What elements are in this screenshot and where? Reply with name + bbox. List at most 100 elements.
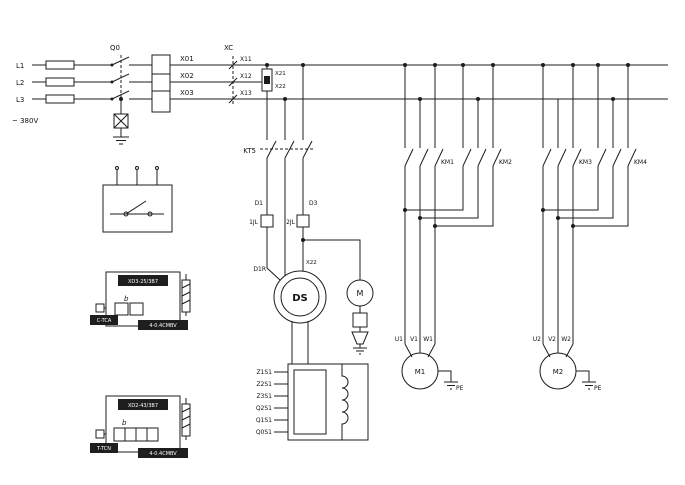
breaker-block: X01 X02 X03	[151, 54, 194, 113]
phase-l1-label: L1	[16, 62, 24, 70]
m2-w-label: W2	[561, 336, 571, 343]
box-b-left-tag: T-TCN	[96, 446, 111, 452]
fuse-l1	[45, 60, 75, 70]
kt5-label: KT5	[243, 147, 256, 155]
motor-m1: U1 V1 W1 M1 PE	[395, 336, 464, 392]
contactor-blades	[404, 148, 637, 167]
box-b-coil-label: b	[122, 419, 127, 427]
relay-2jl-body	[296, 214, 310, 228]
aux-motor-m: M	[303, 239, 374, 355]
box-b-model-badge	[118, 399, 168, 410]
terminal-row-label: Q0S1	[256, 429, 272, 436]
contactor-branches: KM1 KM2 KM3 KM4	[404, 65, 647, 344]
m1-label: M1	[415, 368, 426, 376]
kt5-contacts: KT5	[243, 65, 314, 276]
box-b-left-terminal	[95, 429, 106, 439]
m2-entry-wires	[542, 343, 574, 358]
km4-label: KM4	[634, 159, 647, 166]
ds-outer-circle	[273, 270, 327, 324]
m-label: M	[357, 289, 364, 298]
voltage-label: ~ 380V	[12, 117, 38, 125]
m2-u-label: U2	[533, 336, 541, 343]
m2-v-label: V2	[548, 336, 556, 343]
m2-label: M2	[553, 368, 564, 376]
box-b-model-label: XD2-43/3B7	[128, 403, 158, 409]
d1-label: D1	[255, 200, 264, 207]
d3-label: D3	[309, 200, 318, 207]
m1-entry-wires	[404, 343, 436, 358]
m-brake-symbol	[351, 306, 369, 355]
branch-risers-bottom-bus	[419, 99, 614, 148]
relay-1jl-label: 1JL	[249, 219, 259, 226]
wire-x01-label: X01	[180, 55, 194, 63]
junction-dots	[110, 63, 630, 242]
branch-feeders	[404, 166, 574, 344]
box-a-model-label: XD3-25/3B7	[128, 279, 158, 285]
phase-l3-label: L3	[16, 96, 24, 104]
component-box-b: XD2-43/3B7 b T-TCN 4-0.4CMBV	[90, 395, 191, 458]
relay-terminal	[115, 166, 119, 170]
phase-wires	[32, 64, 668, 100]
kt5-continuations	[266, 158, 304, 276]
current-relays: D1 D3 1JL 2JL	[249, 200, 318, 281]
xc-label: XC	[224, 44, 233, 52]
wire-x13-label: X13	[240, 90, 252, 97]
km2-label: KM2	[499, 159, 512, 166]
xc-terminal-marks	[228, 60, 238, 104]
terminal-stubs	[274, 371, 288, 433]
box-a-right-tag: 4-0.4CMBV	[149, 323, 177, 329]
terminal-block-coil	[341, 364, 349, 440]
box-b-cells	[113, 427, 159, 442]
terminal-block: Z1S1 Z2S1 Z3S1 Q2S1 Q1S1 Q0S1	[256, 321, 369, 441]
relay-wires	[266, 227, 304, 281]
m-feed-wire	[303, 239, 361, 280]
terminal-block-inner	[293, 369, 327, 435]
m2-pe-ground	[576, 370, 596, 390]
m1-v-label: V1	[410, 336, 418, 343]
branch-risers-top-bus	[404, 65, 629, 148]
box-b-resistor	[181, 398, 191, 440]
terminal-row-label: Z2S1	[256, 381, 272, 388]
control-fuse-body	[264, 76, 270, 84]
motor-m2: U2 V2 W2 M2 PE	[533, 336, 602, 392]
phase-l2-label: L2	[16, 79, 24, 87]
box-a-model-badge	[118, 275, 168, 286]
box-a-left-badge	[90, 315, 118, 325]
relay-terminal	[155, 166, 159, 170]
m1-pe-label: PE	[456, 385, 464, 392]
m1-u-label: U1	[395, 336, 403, 343]
km3-label: KM3	[579, 159, 592, 166]
q0-pe-branch	[113, 99, 129, 145]
ds-x22-label: X22	[306, 260, 317, 266]
terminal-block-outline	[287, 363, 369, 441]
ds-inner-circle	[280, 277, 320, 317]
relay-contact-symbol	[110, 200, 164, 215]
supply-phase-lines: L1 L2 L3 ~ 380V	[12, 60, 668, 125]
ds-machine: D1R X22 DS	[253, 260, 327, 324]
km1-label: KM1	[441, 159, 454, 166]
terminal-row-label: Z3S1	[256, 393, 272, 400]
component-box-a: XD3-25/3B7 b C-TCA 4-0.4CMBV	[90, 271, 191, 330]
ds-label: DS	[292, 293, 308, 304]
xc-terminal-strip: XC X11 X12 X13	[224, 44, 252, 106]
d1r-label: D1R	[253, 266, 266, 273]
box-b-right-tag: 4-0.4CMBV	[149, 451, 177, 457]
relay-pivot	[123, 211, 129, 217]
wire-x21-label: X21	[275, 71, 286, 77]
q0-label: Q0	[110, 44, 120, 52]
box-b-right-badge	[138, 448, 188, 458]
relay-1jl-body	[260, 214, 274, 228]
box-a-left-terminal	[95, 303, 106, 313]
box-a-left-tag: C-TCA	[97, 318, 112, 324]
fuse-l2	[45, 77, 75, 87]
kt5-risers	[284, 65, 304, 140]
terminal-row-label: Q2S1	[256, 405, 272, 412]
m1-pe-ground	[438, 370, 458, 390]
wire-x02-label: X02	[180, 72, 194, 80]
relay-detail-box	[102, 166, 173, 233]
terminal-row-label: Z1S1	[256, 369, 272, 376]
relay-pivot	[147, 211, 153, 217]
relay-box-outline	[102, 184, 173, 233]
